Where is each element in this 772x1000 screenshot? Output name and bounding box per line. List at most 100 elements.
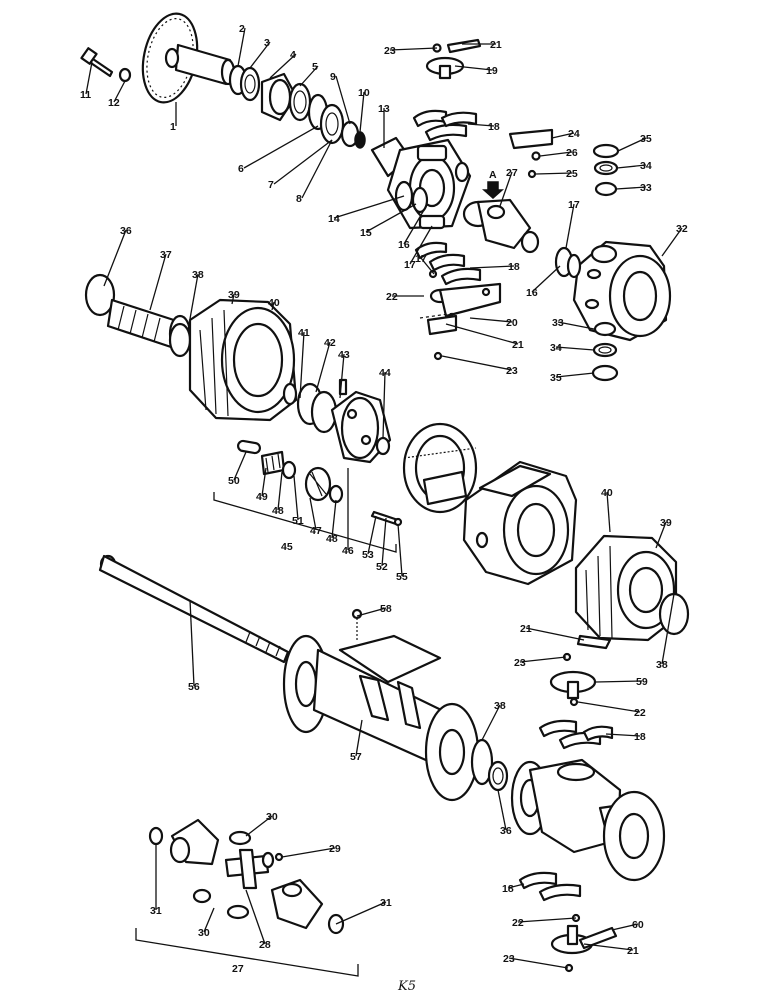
leader-line-57 xyxy=(355,719,363,757)
leader-line-58 xyxy=(356,607,387,617)
leader-line-52 xyxy=(381,517,387,567)
leader-line-23 xyxy=(508,957,569,969)
callout-label-34: 34 xyxy=(640,160,652,172)
callout-label-10: 10 xyxy=(358,87,370,99)
leader-line-42 xyxy=(315,341,331,393)
leader-line-9 xyxy=(335,75,351,125)
callout-label-11: 11 xyxy=(80,89,91,101)
bolt-11 xyxy=(80,47,114,78)
leader-line-22 xyxy=(577,701,641,713)
leader-line-48 xyxy=(331,499,337,539)
leader-line-29 xyxy=(281,847,336,858)
callout-label-51: 51 xyxy=(292,515,304,527)
leader-line-2 xyxy=(237,27,246,67)
callout-label-23: 23 xyxy=(384,45,396,57)
leader-line-33 xyxy=(615,186,647,190)
callout-label-32: 32 xyxy=(676,223,688,235)
spindle-housing-32 xyxy=(572,240,672,342)
callout-label-53: 53 xyxy=(362,549,374,561)
leader-line-28 xyxy=(245,889,266,945)
leader-line-26 xyxy=(539,151,573,157)
callout-label-31: 31 xyxy=(380,897,392,909)
leader-line-55 xyxy=(397,523,403,577)
callout-label-34: 34 xyxy=(550,342,562,354)
leader-line-16 xyxy=(403,209,425,245)
leader-line-17 xyxy=(565,203,575,249)
callout-label-52: 52 xyxy=(376,561,388,573)
callout-label-41: 41 xyxy=(298,327,310,339)
leader-line-7 xyxy=(273,139,333,185)
callout-label-43: 43 xyxy=(338,349,350,361)
leader-line-53 xyxy=(367,515,377,555)
callout-label-6: 6 xyxy=(238,163,244,175)
steering-arm-60 xyxy=(550,913,618,973)
king-pin-59 xyxy=(549,634,612,707)
hub-40-39-right xyxy=(574,534,678,642)
seals-33-35-top xyxy=(592,143,620,197)
leader-line-38 xyxy=(661,593,675,665)
callout-label-2: 2 xyxy=(239,23,245,35)
seals-33-35-bottom xyxy=(591,321,619,382)
leader-line-49 xyxy=(261,467,267,497)
leader-line-18 xyxy=(507,883,525,889)
leader-line-56 xyxy=(189,599,195,687)
leader-line-18 xyxy=(605,733,641,737)
leader-line-59 xyxy=(595,680,643,683)
leader-line-34 xyxy=(555,346,595,351)
leader-line-33 xyxy=(557,321,595,330)
callout-label-17: 17 xyxy=(404,259,416,271)
callout-label-42: 42 xyxy=(324,337,336,349)
shims-18-middle xyxy=(414,241,482,286)
leader-line-30 xyxy=(203,907,215,933)
footer-code: K5 xyxy=(397,979,416,994)
callout-label-38: 38 xyxy=(192,269,204,281)
leader-line-21 xyxy=(525,627,585,641)
leader-line-11 xyxy=(85,61,93,95)
leader-line-60 xyxy=(611,923,639,931)
steering-knuckle-lower xyxy=(510,758,666,882)
callout-label-21: 21 xyxy=(627,945,639,957)
callout-label-18: 18 xyxy=(508,261,520,273)
callout-label-3: 3 xyxy=(264,37,270,49)
leader-line-39 xyxy=(655,521,667,549)
leader-line-21 xyxy=(445,323,519,345)
leader-line-3 xyxy=(249,41,271,69)
callout-label-58: 58 xyxy=(380,603,392,615)
o-ring-38-mid xyxy=(168,322,192,358)
callout-label-33: 33 xyxy=(552,317,564,329)
callout-label-18: 18 xyxy=(488,121,500,133)
callout-label-31: 31 xyxy=(150,905,162,917)
arrow-a-label: A xyxy=(489,169,497,181)
callout-label-59: 59 xyxy=(636,676,648,688)
leader-line-18 xyxy=(467,123,495,127)
callout-label-46: 46 xyxy=(342,545,354,557)
callout-label-18: 18 xyxy=(502,883,514,895)
callout-label-30: 30 xyxy=(266,811,278,823)
leader-line-23 xyxy=(441,355,513,371)
callout-label-22: 22 xyxy=(634,707,646,719)
callout-label-13: 13 xyxy=(378,103,390,115)
callout-label-36: 36 xyxy=(500,825,512,837)
leader-line-31 xyxy=(335,901,387,925)
callout-label-40: 40 xyxy=(268,297,280,309)
callout-label-29: 29 xyxy=(329,843,341,855)
callout-label-22: 22 xyxy=(386,291,398,303)
callout-label-26: 26 xyxy=(566,147,578,159)
callout-label-24: 24 xyxy=(568,128,580,140)
leader-line-41 xyxy=(299,331,305,399)
leader-line-17 xyxy=(420,257,435,275)
callout-label-8: 8 xyxy=(296,193,302,205)
leader-line-37 xyxy=(149,253,167,311)
flange-1 xyxy=(141,12,236,104)
bearing-2-3 xyxy=(228,64,261,102)
callout-label-15: 15 xyxy=(360,227,372,239)
planet-gears-47-51 xyxy=(236,439,344,504)
leader-line-36 xyxy=(497,789,507,831)
axle-beam-57 xyxy=(282,608,480,802)
leader-line-35 xyxy=(617,137,647,152)
callout-label-35: 35 xyxy=(640,133,652,145)
leader-line-24 xyxy=(551,132,575,139)
universal-joint-27-detail xyxy=(148,818,345,935)
leader-line-20 xyxy=(469,317,513,323)
